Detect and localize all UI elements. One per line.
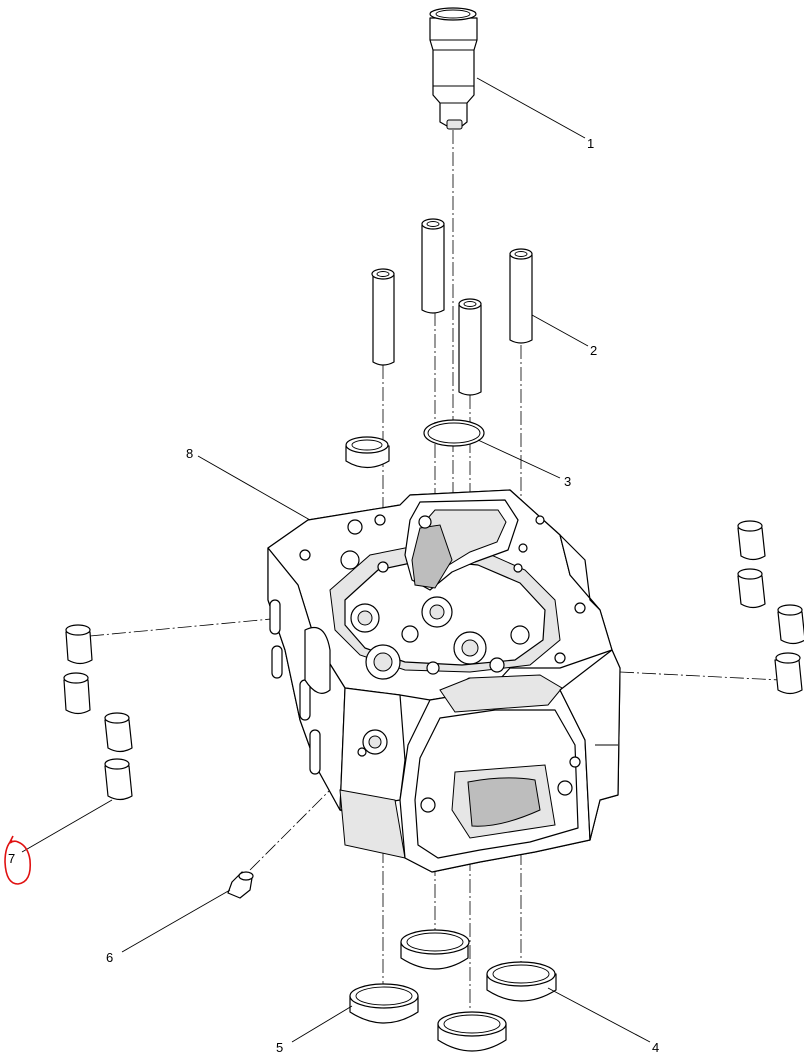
callout-labels: 1 2 3 4 5 6 7 8 xyxy=(8,136,659,1055)
part-3-o-ring xyxy=(423,419,485,447)
callout-6: 6 xyxy=(106,950,113,965)
callout-3: 3 xyxy=(564,474,571,489)
part-7-plugs-left xyxy=(63,624,133,801)
leader-lines xyxy=(21,77,651,1043)
part-2-tubes xyxy=(371,218,533,396)
red-circle-markup xyxy=(4,835,32,885)
plugs-right xyxy=(737,520,804,695)
part-6-pin xyxy=(227,871,254,899)
bottom-cups xyxy=(349,929,557,1052)
callout-1: 1 xyxy=(587,136,594,151)
part-1-injector-sleeve xyxy=(429,7,478,130)
callout-4: 4 xyxy=(652,1040,659,1055)
callout-2: 2 xyxy=(590,343,597,358)
callout-8: 8 xyxy=(186,446,193,461)
callout-7: 7 xyxy=(8,851,15,866)
part-8-cylinder-head xyxy=(267,489,621,873)
callout-5: 5 xyxy=(276,1040,283,1055)
small-cup xyxy=(345,436,390,469)
